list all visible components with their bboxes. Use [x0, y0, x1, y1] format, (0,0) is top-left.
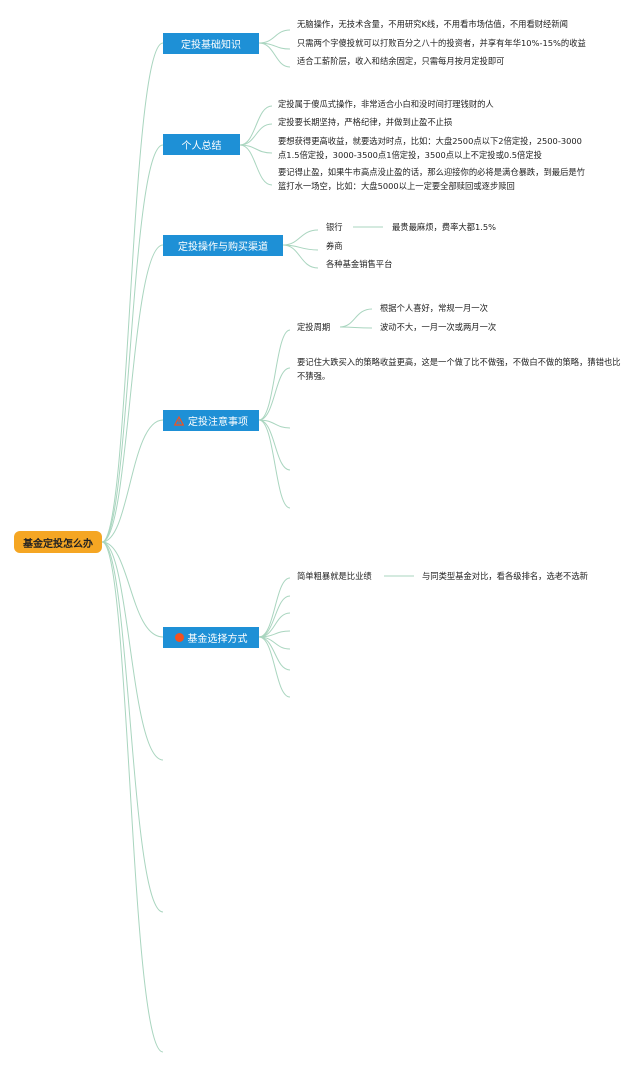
summary-item-3: 要想获得更高收益，就要选对时点，比如：大盘2500点以下2倍定投，2500-30…	[278, 136, 582, 160]
notes-cycle-item-2: 波动不大，一月一次或两月一次	[380, 322, 497, 332]
channel-broker: 券商	[326, 241, 343, 251]
summary-item-1: 定投属于傻瓜式操作，非常适合小白和没时间打理钱财的人	[278, 99, 494, 109]
branch-notes-label: 定投注意事项	[188, 417, 248, 428]
selection-item-1-note: 与同类型基金对比，看各级排名，选老不选新	[422, 571, 588, 581]
branch-channels-label: 定投操作与购买渠道	[178, 242, 268, 253]
branch-channels[interactable]: 定投操作与购买渠道	[163, 235, 283, 256]
channel-platforms: 各种基金销售平台	[326, 259, 393, 269]
summary-item-4: 要记得止盈，如果牛市高点没止盈的话，那么迎接你的必将是满仓暴跌，到最后是竹篮打水…	[278, 167, 585, 191]
branch-selection-label: 基金选择方式	[187, 634, 248, 645]
selection-item-1: 简单粗暴就是比业绩	[297, 571, 372, 581]
branch-basics-label: 定投基础知识	[181, 40, 241, 51]
notes-cycle: 定投周期	[297, 322, 331, 332]
branch-notes[interactable]: 定投注意事项	[163, 410, 259, 431]
basics-item-2: 只需两个字傻投就可以打败百分之八十的投资者，并享有年华10%-15%的收益	[297, 38, 586, 48]
root-label: 基金定投怎么办	[23, 538, 93, 550]
basics-item-3: 适合工薪阶层，收入和结余固定，只需每月按月定投即可	[297, 56, 505, 66]
basics-item-1: 无脑操作，无技术含量，不用研究K线，不用看市场估值，不用看财经新闻	[297, 19, 568, 29]
notes-cycle-item-1: 根据个人喜好，常规一月一次	[380, 303, 488, 313]
branch-summary-label: 个人总结	[181, 141, 222, 152]
channel-bank: 银行	[326, 222, 343, 232]
root-node[interactable]: 基金定投怎么办	[14, 531, 102, 553]
summary-item-2: 定投要长期坚持，严格纪律，并做到止盈不止损	[278, 117, 453, 127]
branch-summary[interactable]: 个人总结	[163, 134, 240, 155]
notes-strategy: 要记住大跌买入的策略收益更高，这是一个做了比不做强，不做白不做的策略，猜错也比不…	[297, 357, 621, 381]
branch-basics[interactable]: 定投基础知识	[163, 33, 259, 54]
branch-selection[interactable]: 基金选择方式	[163, 627, 259, 648]
channel-bank-note: 最贵最麻烦，费率大都1.5%	[392, 222, 497, 232]
orange-dot-icon	[174, 633, 184, 642]
warning-icon	[174, 415, 184, 426]
